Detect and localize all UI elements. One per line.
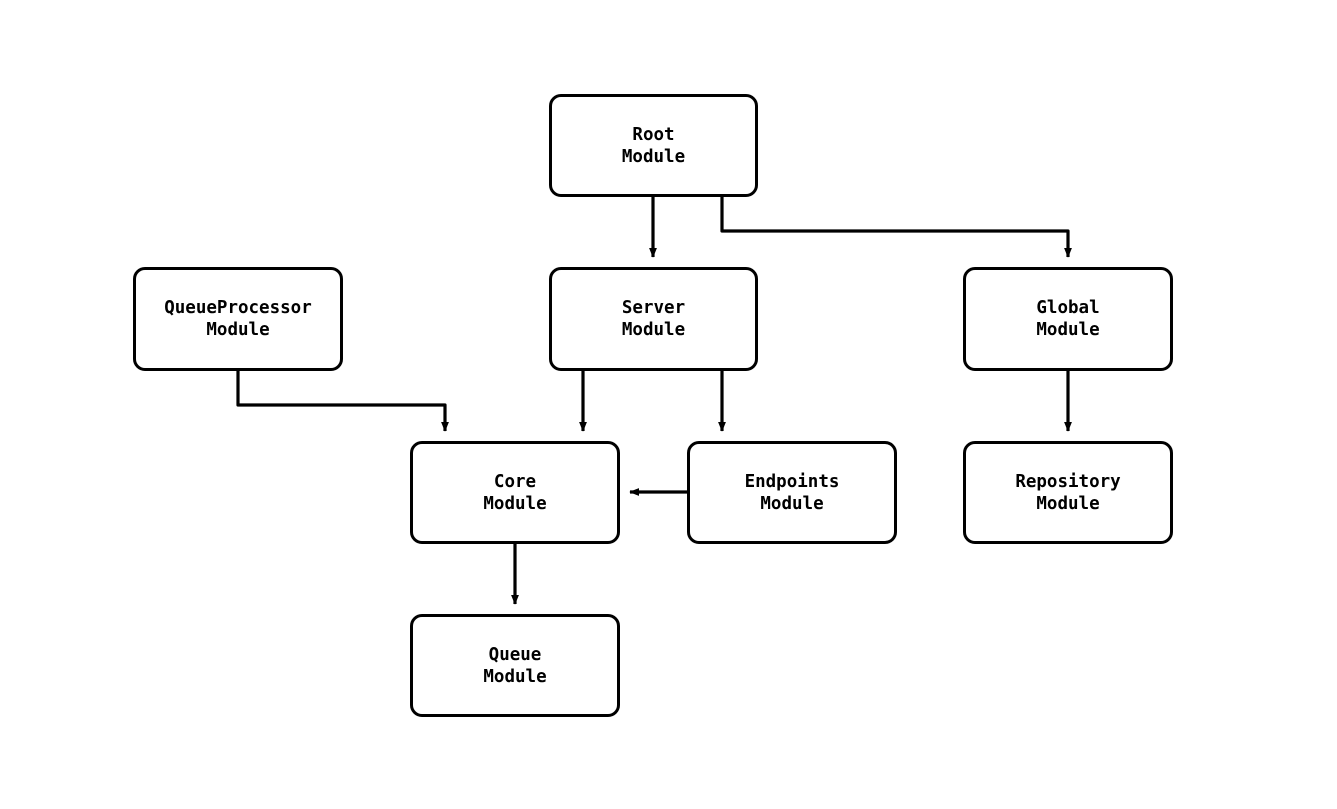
node-repository-module-line2: Module — [1036, 493, 1100, 514]
node-endpoints-module-line1: Endpoints — [744, 471, 840, 492]
node-root-module-line2: Module — [621, 146, 686, 167]
node-endpoints-module[interactable]: Endpoints Module — [687, 441, 897, 544]
node-server-module[interactable]: Server Module — [549, 267, 758, 371]
node-queueprocessor-module-line2: Module — [206, 320, 270, 340]
node-server-module-line1: Server — [621, 298, 686, 318]
node-queueprocessor-module[interactable]: QueueProcessor Module — [133, 267, 343, 371]
edge-root-to-global — [720, 197, 1072, 258]
node-repository-module[interactable]: Repository Module — [963, 441, 1173, 544]
node-core-module-line2: Module — [483, 493, 547, 514]
node-server-module-line2: Module — [621, 320, 686, 340]
node-queue-module-line2: Module — [483, 666, 547, 687]
node-core-module[interactable]: Core Module — [410, 441, 620, 544]
node-queue-module-line1: Queue — [488, 644, 542, 665]
node-repository-module-line1: Repository — [1015, 471, 1121, 492]
node-root-module-line1: Root — [632, 124, 675, 145]
node-global-module[interactable]: Global Module — [963, 267, 1173, 371]
node-global-module-line2: Module — [1036, 320, 1100, 340]
node-global-module-line1: Global — [1036, 298, 1100, 318]
node-endpoints-module-line2: Module — [760, 493, 824, 514]
node-queueprocessor-module-line1: QueueProcessor — [164, 298, 312, 318]
node-queue-module[interactable]: Queue Module — [410, 614, 620, 717]
edge-queueprocessor-to-core — [236, 371, 449, 432]
node-core-module-line1: Core — [493, 471, 537, 492]
node-root-module[interactable]: Root Module — [549, 94, 758, 197]
